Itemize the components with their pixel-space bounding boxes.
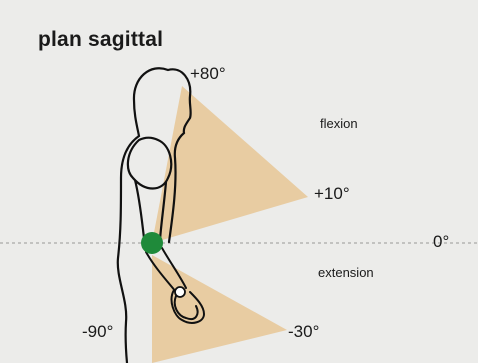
flexion-min-angle-label: +10° <box>314 184 350 204</box>
diagram-title: plan sagittal <box>38 28 163 52</box>
zero-angle-label: 0° <box>433 232 449 252</box>
flexion-max-angle-label: +80° <box>190 64 226 84</box>
wrist-marker <box>175 287 185 297</box>
flexion-label: flexion <box>320 116 358 131</box>
extension-down-angle-label: -90° <box>82 322 113 342</box>
extension-label: extension <box>318 265 374 280</box>
shoulder-joint-marker <box>141 232 163 254</box>
extension-max-angle-label: -30° <box>288 322 319 342</box>
extension-range-sector <box>152 255 287 363</box>
